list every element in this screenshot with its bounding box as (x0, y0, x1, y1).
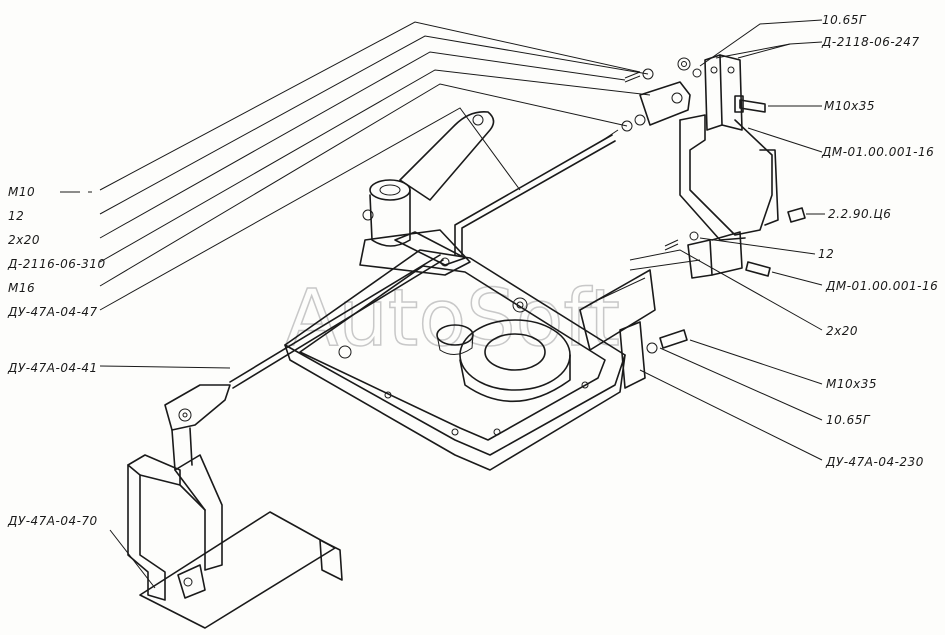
label-d-2118: Д-2118-06-247 (821, 35, 920, 49)
label-du-47a-04-41: ДУ-47А-04-41 (7, 361, 98, 375)
mounting-plate-du-47a-04-230 (579, 259, 701, 389)
label-m10x35-bottom: М10х35 (826, 377, 877, 391)
label-10-65g-top: 10.65Г (822, 13, 867, 27)
label-12-left: 12 (8, 209, 24, 223)
label-du-47a-04-230: ДУ-47А-04-230 (825, 455, 924, 469)
rod-du-47a-04-47 (454, 129, 619, 257)
rod-du-47a-04-41 (229, 254, 444, 389)
label-2-2-90: 2.2.90.Ц6 (828, 207, 891, 221)
label-10-65g-bottom: 10.65Г (826, 413, 871, 427)
label-m10: М10 (8, 185, 35, 199)
label-2x20-right: 2х20 (826, 324, 858, 338)
label-m16: М16 (8, 281, 35, 295)
label-2x20-left: 2х20 (8, 233, 40, 247)
label-dm-016-bottom: ДМ-01.00.001-16 (825, 279, 938, 293)
watermark: AutoSoft (285, 274, 620, 364)
right-upper-bracket (639, 54, 779, 279)
label-du-47a-04-70: ДУ-47А-04-70 (7, 514, 98, 528)
label-12-right: 12 (818, 247, 834, 261)
leader-lines (60, 19, 825, 589)
label-dm-016-top: ДМ-01.00.001-16 (821, 145, 934, 159)
part-labels: М10 12 2х20 Д-2116-06-310 М16 ДУ-47А-04-… (7, 13, 938, 528)
fasteners (621, 57, 806, 354)
label-d-2116: Д-2116-06-310 (7, 257, 106, 271)
bracket-du-47a-04-70 (127, 384, 343, 629)
label-m10x35-top: М10х35 (824, 99, 875, 113)
label-du-47a-04-47: ДУ-47А-04-47 (7, 305, 98, 319)
